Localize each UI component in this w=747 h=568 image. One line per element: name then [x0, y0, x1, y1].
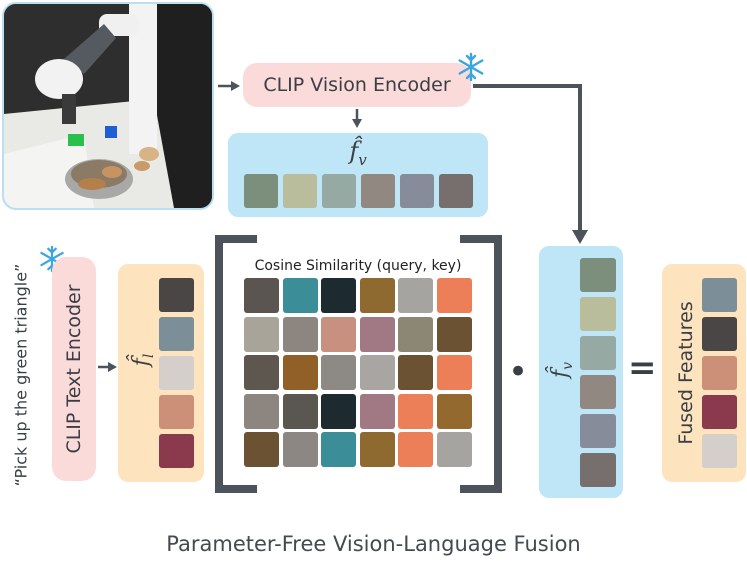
robot-scene-image — [2, 2, 214, 210]
similarity-cell — [398, 355, 434, 391]
right-bracket-top — [460, 235, 502, 243]
clip-text-encoder-label: CLIP Text Encoder — [63, 284, 85, 454]
fv-hat-top-swatch — [400, 174, 434, 208]
fv-hat-top-swatch — [244, 174, 278, 208]
similarity-cell — [282, 393, 318, 429]
similarity-cell — [244, 278, 279, 313]
left-bracket-bottom — [215, 485, 257, 493]
similarity-cell — [244, 393, 279, 429]
figure-caption: Parameter-Free Vision-Language Fusion — [166, 532, 581, 556]
fused-feature-swatch — [702, 434, 737, 468]
similarity-cell — [359, 278, 395, 313]
similarity-cell — [398, 432, 434, 468]
clip-text-encoder: CLIP Text Encoder — [52, 257, 96, 481]
right-bracket-bottom — [460, 485, 502, 493]
similarity-cell — [282, 432, 318, 468]
fv-hat-right-swatch — [580, 414, 616, 448]
similarity-cell — [321, 355, 357, 391]
similarity-cell — [244, 432, 279, 468]
fv-hat-right-swatch — [580, 375, 616, 409]
left-bracket-top — [215, 235, 257, 243]
dot-product-symbol: • — [508, 352, 529, 392]
fused-feature-swatch — [702, 278, 737, 312]
similarity-cell — [359, 316, 395, 352]
fl-hat-swatch — [159, 356, 194, 390]
fused-feature-swatch — [702, 356, 737, 390]
similarity-cell — [398, 316, 434, 352]
similarity-cell — [321, 393, 357, 429]
fv-hat-top-swatch — [322, 174, 356, 208]
left-bracket — [215, 235, 223, 493]
similarity-cell — [398, 393, 434, 429]
similarity-cell — [359, 432, 395, 468]
similarity-cell — [282, 316, 318, 352]
right-bracket — [494, 235, 502, 493]
fl-hat-swatch — [159, 278, 194, 312]
robot-scene-illustration — [4, 4, 212, 208]
fv-hat-top-swatch — [439, 174, 473, 208]
fused-features-label-wrap: Fused Features — [671, 270, 701, 476]
similarity-cell — [359, 355, 395, 391]
fv-hat-right-swatch — [580, 297, 616, 331]
fused-features-label: Fused Features — [675, 301, 697, 445]
equals-symbol: = — [628, 348, 657, 388]
fl-hat-swatch — [159, 395, 194, 429]
similarity-title: Cosine Similarity (query, key) — [254, 258, 462, 274]
similarity-cell — [244, 355, 279, 391]
fv-hat-top-swatch — [361, 174, 395, 208]
fused-feature-swatch — [702, 317, 737, 351]
similarity-cell — [321, 432, 357, 468]
clip-vision-encoder-label: CLIP Vision Encoder — [263, 74, 451, 96]
similarity-cell — [437, 316, 472, 352]
similarity-cell — [321, 278, 357, 313]
fv-hat-top-swatch — [283, 174, 317, 208]
snowflake-icon — [456, 52, 486, 82]
fl-hat-label: f̂l — [128, 353, 158, 367]
fv-hat-right-swatch — [580, 453, 616, 487]
similarity-cell — [282, 278, 318, 313]
similarity-cell — [359, 393, 395, 429]
fl-hat-swatch — [159, 434, 194, 468]
similarity-cell — [321, 316, 357, 352]
fv-hat-top-label: f̂v — [349, 137, 367, 169]
similarity-cell — [282, 355, 318, 391]
similarity-cell — [437, 393, 472, 429]
fused-feature-swatch — [702, 395, 737, 429]
instruction-text: “Pick up the green triangle” — [11, 263, 31, 487]
similarity-cell — [437, 355, 472, 391]
similarity-cell — [437, 278, 472, 313]
clip-vision-encoder: CLIP Vision Encoder — [243, 63, 471, 107]
similarity-cell — [437, 432, 472, 468]
fv-hat-right-label: f̂v — [547, 361, 577, 379]
fl-hat-swatch — [159, 317, 194, 351]
fv-hat-right-swatch — [580, 336, 616, 370]
similarity-cell — [398, 278, 434, 313]
fv-hat-right-swatch — [580, 258, 616, 292]
similarity-cell — [244, 316, 279, 352]
